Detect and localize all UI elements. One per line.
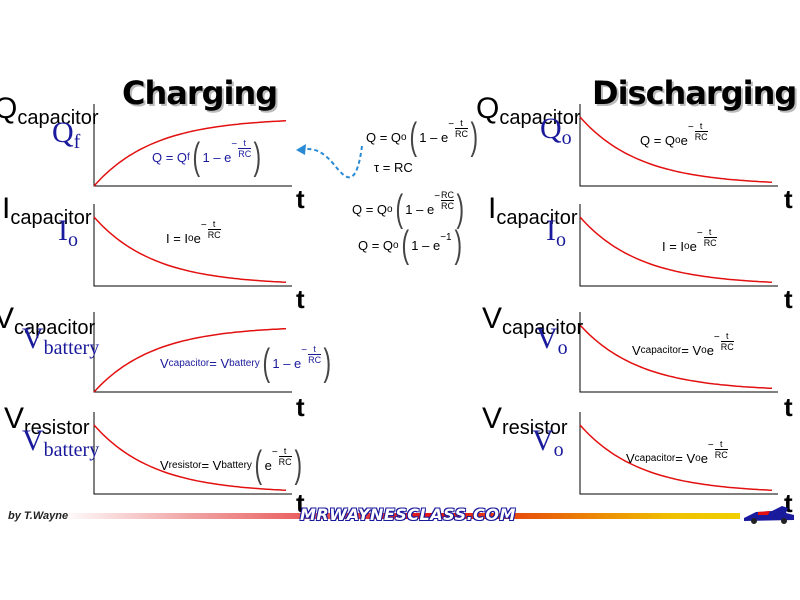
- left-q-curve: [93, 120, 287, 187]
- left-i-curve: [93, 216, 287, 283]
- right-q-axes: [579, 104, 778, 187]
- left-vc-ymax: Vbattery: [22, 322, 100, 359]
- right-q-curve: [579, 116, 773, 183]
- left-i-t-label: t: [296, 284, 305, 314]
- right-vc-ymax: Vo: [536, 322, 568, 359]
- right-q-t-label: t: [784, 184, 793, 214]
- charging-title: Charging: [122, 74, 278, 112]
- right-vr-axes: [579, 412, 778, 495]
- link-arrowhead: [296, 144, 306, 155]
- center-tau: τ = RC: [374, 160, 413, 175]
- right-vc-t-label: t: [784, 392, 793, 422]
- right-vr-curve: [579, 424, 773, 491]
- brand-logo-text[interactable]: MRWAYNESCLASS.COM: [300, 505, 516, 524]
- link-arrow: [297, 145, 363, 179]
- right-vr-ymax: Vo: [532, 424, 564, 461]
- left-vr-ylabel: Vresistor: [4, 402, 90, 439]
- right-i-ymax: Io: [546, 214, 566, 251]
- right-vc-curve: [579, 324, 773, 390]
- left-vr-axes: [93, 412, 292, 495]
- right-i-t-label: t: [784, 284, 793, 314]
- race-car-icon: [744, 506, 794, 524]
- left-q-ymax: Qf: [52, 116, 81, 153]
- left-i-ymax: Io: [58, 214, 78, 251]
- left-vc-curve: [93, 327, 287, 393]
- right-i-axes: [579, 204, 778, 287]
- left-q-ylabel: Qcapacitor: [0, 92, 99, 129]
- right-vc-axes: [579, 312, 778, 393]
- left-vc-ylabel: Vcapacitor: [0, 302, 96, 339]
- right-i-ylabel: Icapacitor: [488, 192, 578, 229]
- discharging-title: Discharging: [592, 74, 797, 112]
- left-i-axes: [93, 204, 292, 287]
- right-q-ymax: Qo: [540, 112, 572, 149]
- right-vr-ylabel: Vresistor: [482, 402, 568, 439]
- left-vc-t-label: t: [296, 392, 305, 422]
- right-vc-ylabel: Vcapacitor: [482, 302, 584, 339]
- left-q-t-label: t: [296, 184, 305, 214]
- author-credit: by T.Wayne: [8, 510, 69, 522]
- left-vr-ymax: Vbattery: [22, 424, 100, 461]
- right-q-ylabel: Qcapacitor: [476, 92, 581, 129]
- left-vr-t-label: t: [296, 488, 305, 518]
- right-i-curve: [579, 216, 773, 283]
- left-i-ylabel: Icapacitor: [2, 192, 92, 229]
- right-vr-t-label: t: [784, 488, 793, 518]
- footer-stripe: [60, 513, 740, 519]
- left-vr-curve: [93, 424, 287, 491]
